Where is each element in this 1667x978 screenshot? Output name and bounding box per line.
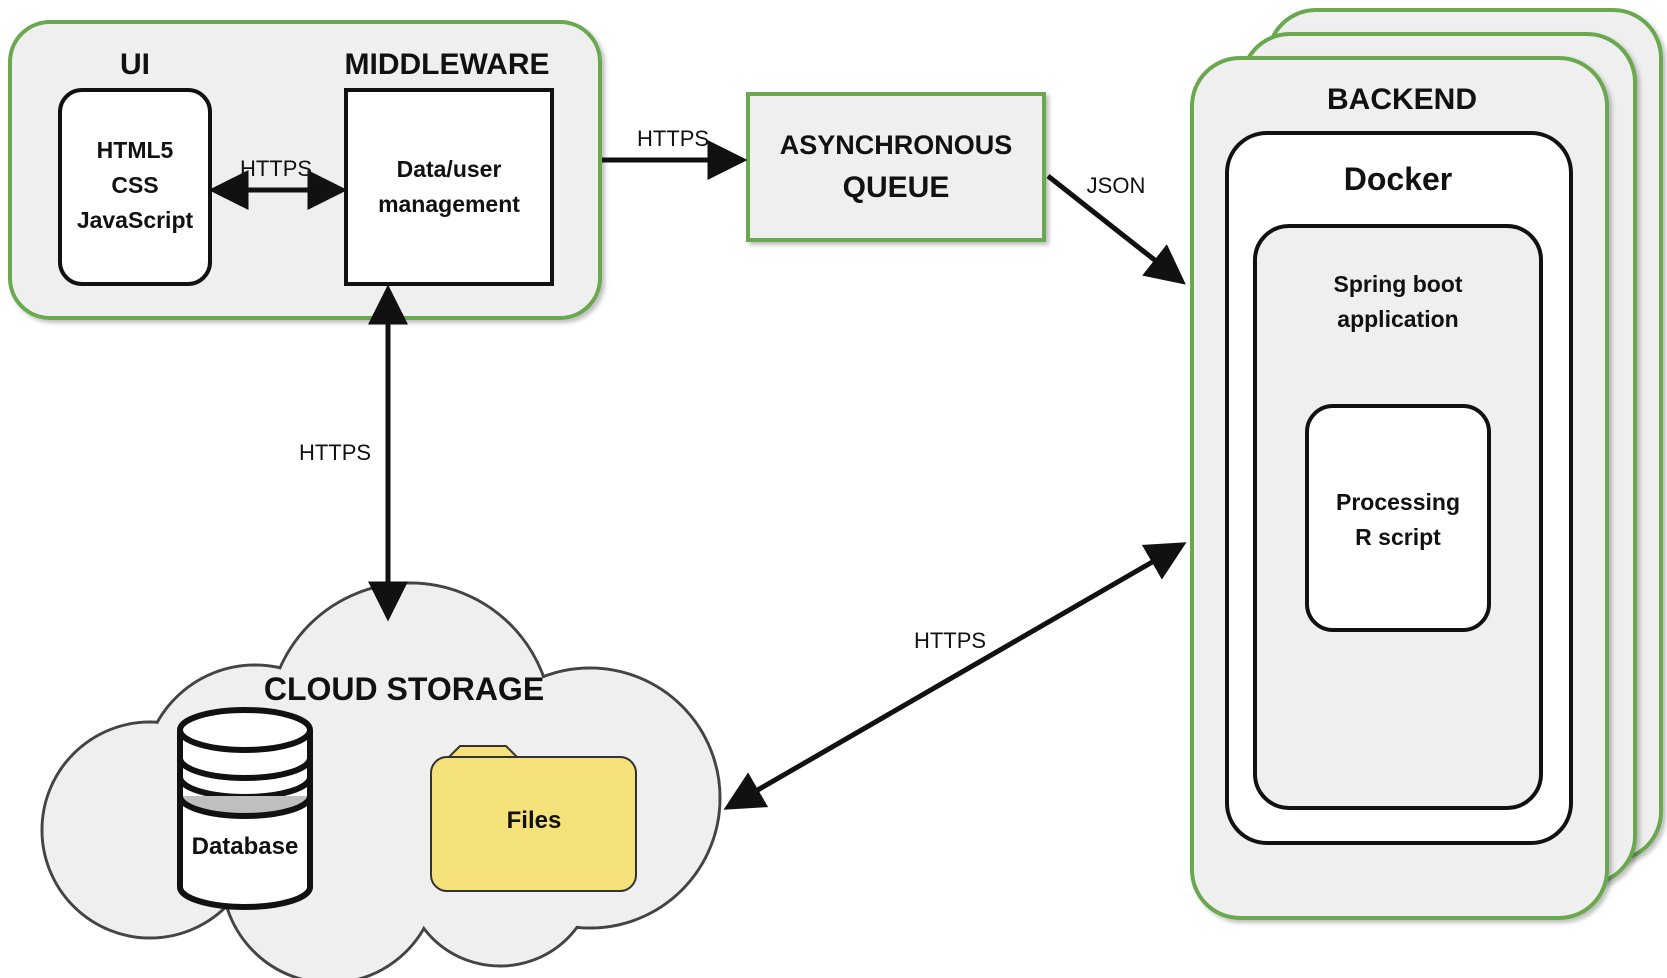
html-box-line-3: JavaScript <box>77 207 194 233</box>
ui-middleware-group: UI MIDDLEWARE HTML5 CSS JavaScript Data/… <box>8 20 602 320</box>
middleware-box-line-1: Data/user <box>397 156 502 182</box>
queue-line-1: ASYNCHRONOUS <box>780 130 1013 160</box>
cloud-storage-group: CLOUD STORAGE Database Files <box>40 581 722 978</box>
queue-to-backend-arrow <box>1046 174 1186 285</box>
storage-backend-label: HTTPS <box>914 628 986 653</box>
database-icon <box>177 707 313 910</box>
html-box-line-1: HTML5 <box>97 137 174 163</box>
database-label: Database <box>192 833 299 860</box>
middleware-to-queue-label: HTTPS <box>637 126 709 151</box>
folder-icon <box>430 745 637 892</box>
backend-group: BACKEND Docker Spring boot application P… <box>1190 8 1663 920</box>
ui-title: UI <box>120 48 150 81</box>
queue-group: ASYNCHRONOUS QUEUE HTTPS JSON <box>602 92 1186 285</box>
asynchronous-queue-box <box>746 92 1046 242</box>
queue-line-2: QUEUE <box>843 171 950 204</box>
spring-boot-line-2: application <box>1337 306 1458 332</box>
backend-title: BACKEND <box>1327 83 1477 116</box>
docker-title: Docker <box>1344 161 1453 197</box>
middleware-box-line-2: management <box>378 191 520 217</box>
processing-box <box>1305 404 1491 632</box>
spring-boot-line-1: Spring boot <box>1333 271 1462 297</box>
storage-backend-arrow <box>723 542 1187 810</box>
html-box-line-2: CSS <box>111 172 158 198</box>
cloud-storage-title: CLOUD STORAGE <box>264 671 544 707</box>
middleware-storage-label: HTTPS <box>299 440 371 465</box>
middleware-box <box>344 88 554 286</box>
ui-middleware-link-label: HTTPS <box>240 156 312 181</box>
middleware-title: MIDDLEWARE <box>345 48 550 81</box>
processing-line-2: R script <box>1355 524 1441 550</box>
files-label: Files <box>507 807 562 834</box>
queue-to-backend-label: JSON <box>1087 173 1146 198</box>
processing-line-1: Processing <box>1336 489 1460 515</box>
